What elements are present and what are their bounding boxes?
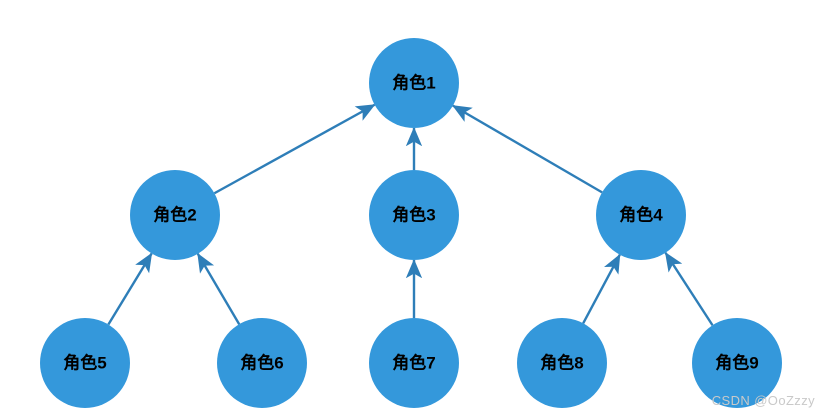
edge-角色9-to-角色4 bbox=[664, 251, 714, 326]
node-n1[interactable]: 角色1 bbox=[369, 38, 459, 128]
edge-角色2-to-角色1 bbox=[213, 103, 376, 195]
node-n6[interactable]: 角色6 bbox=[217, 318, 307, 408]
node-circle-n1[interactable] bbox=[369, 38, 459, 128]
edge-角色5-to-角色2 bbox=[107, 252, 153, 326]
node-circle-n5[interactable] bbox=[40, 318, 130, 408]
node-circle-n8[interactable] bbox=[517, 318, 607, 408]
node-circle-n3[interactable] bbox=[369, 170, 459, 260]
node-circle-n4[interactable] bbox=[596, 170, 686, 260]
node-circle-n9[interactable] bbox=[692, 318, 782, 408]
node-n3[interactable]: 角色3 bbox=[369, 170, 459, 260]
node-n5[interactable]: 角色5 bbox=[40, 318, 130, 408]
edge-角色8-to-角色4 bbox=[582, 253, 621, 324]
node-circle-n6[interactable] bbox=[217, 318, 307, 408]
node-n8[interactable]: 角色8 bbox=[517, 318, 607, 408]
node-n7[interactable]: 角色7 bbox=[369, 318, 459, 408]
node-circle-n7[interactable] bbox=[369, 318, 459, 408]
node-n2[interactable]: 角色2 bbox=[130, 170, 220, 260]
node-circle-n2[interactable] bbox=[130, 170, 220, 260]
edge-角色4-to-角色1 bbox=[452, 104, 603, 194]
watermark-text: CSDN @OoZzzy bbox=[711, 393, 815, 408]
node-n4[interactable]: 角色4 bbox=[596, 170, 686, 260]
edge-角色6-to-角色2 bbox=[196, 252, 241, 325]
edges-layer bbox=[107, 103, 714, 326]
